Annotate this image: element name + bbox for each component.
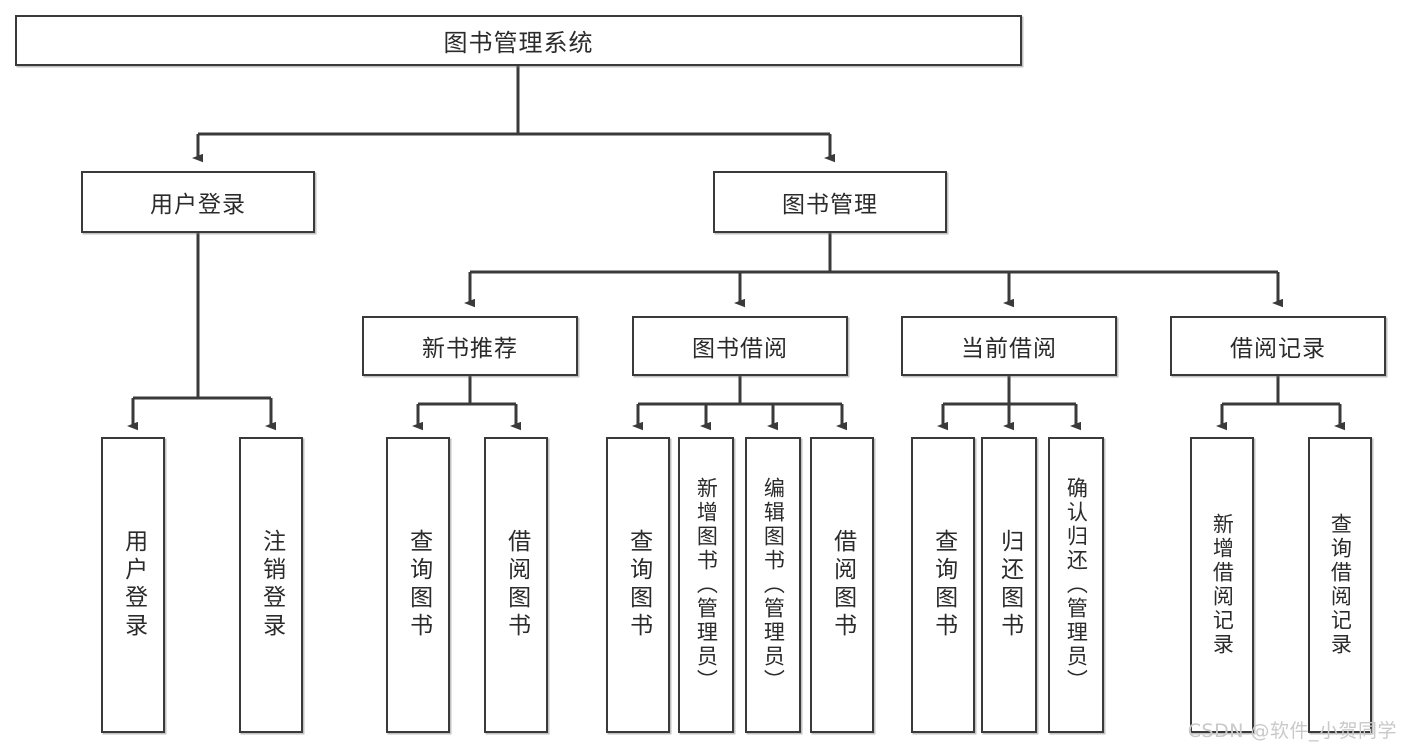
leaf-logout[interactable]: 注销登录 [239, 437, 303, 733]
leaf-add-borrow-record[interactable]: 新增借阅记录 [1190, 437, 1254, 733]
node-label: 查询借阅记录 [1328, 513, 1353, 657]
node-label: 图书管理 [782, 192, 878, 218]
node-new-book-recommend[interactable]: 新书推荐 [362, 316, 578, 376]
leaf-add-book-admin[interactable]: 新增图书（管理员） [678, 437, 734, 733]
leaf-query-book-recommend[interactable]: 查询图书 [386, 437, 450, 733]
node-book-management[interactable]: 图书管理 [713, 171, 947, 233]
node-borrow-record[interactable]: 借阅记录 [1170, 316, 1386, 376]
leaf-edit-book-admin[interactable]: 编辑图书（管理员） [745, 437, 801, 733]
node-label: 查询图书 [405, 529, 432, 641]
node-root-system[interactable]: 图书管理系统 [15, 15, 1022, 66]
leaf-query-book-current[interactable]: 查询图书 [911, 437, 975, 733]
node-label: 用户登录 [120, 529, 147, 641]
node-label: 新增借阅记录 [1210, 513, 1235, 657]
leaf-query-borrow-record[interactable]: 查询借阅记录 [1308, 437, 1372, 733]
leaf-query-book-borrow[interactable]: 查询图书 [606, 437, 670, 733]
leaf-borrow-book[interactable]: 借阅图书 [810, 437, 874, 733]
node-label: 用户登录 [150, 192, 246, 218]
node-label: 图书管理系统 [443, 29, 594, 57]
node-user-login[interactable]: 用户登录 [81, 171, 315, 233]
node-label: 借阅记录 [1230, 336, 1326, 362]
node-label: 新增图书（管理员） [694, 477, 719, 693]
node-label: 注销登录 [258, 529, 285, 641]
node-label: 当前借阅 [961, 336, 1057, 362]
watermark-text: CSDN @软件_小贺同学 [1187, 720, 1397, 742]
node-label: 借阅图书 [503, 529, 530, 641]
node-label: 查询图书 [625, 529, 652, 641]
node-label: 图书借阅 [692, 336, 788, 362]
leaf-borrow-book-recommend[interactable]: 借阅图书 [484, 437, 548, 733]
node-label: 查询图书 [930, 529, 957, 641]
leaf-return-book[interactable]: 归还图书 [981, 437, 1037, 733]
node-current-borrow[interactable]: 当前借阅 [901, 316, 1117, 376]
node-book-borrow[interactable]: 图书借阅 [632, 316, 848, 376]
node-label: 编辑图书（管理员） [761, 477, 786, 693]
leaf-user-login[interactable]: 用户登录 [101, 437, 165, 733]
node-label: 确认归还（管理员） [1064, 477, 1089, 693]
node-label: 新书推荐 [422, 336, 518, 362]
node-label: 借阅图书 [829, 529, 856, 641]
leaf-confirm-return-admin[interactable]: 确认归还（管理员） [1048, 437, 1104, 733]
node-label: 归还图书 [996, 529, 1023, 641]
